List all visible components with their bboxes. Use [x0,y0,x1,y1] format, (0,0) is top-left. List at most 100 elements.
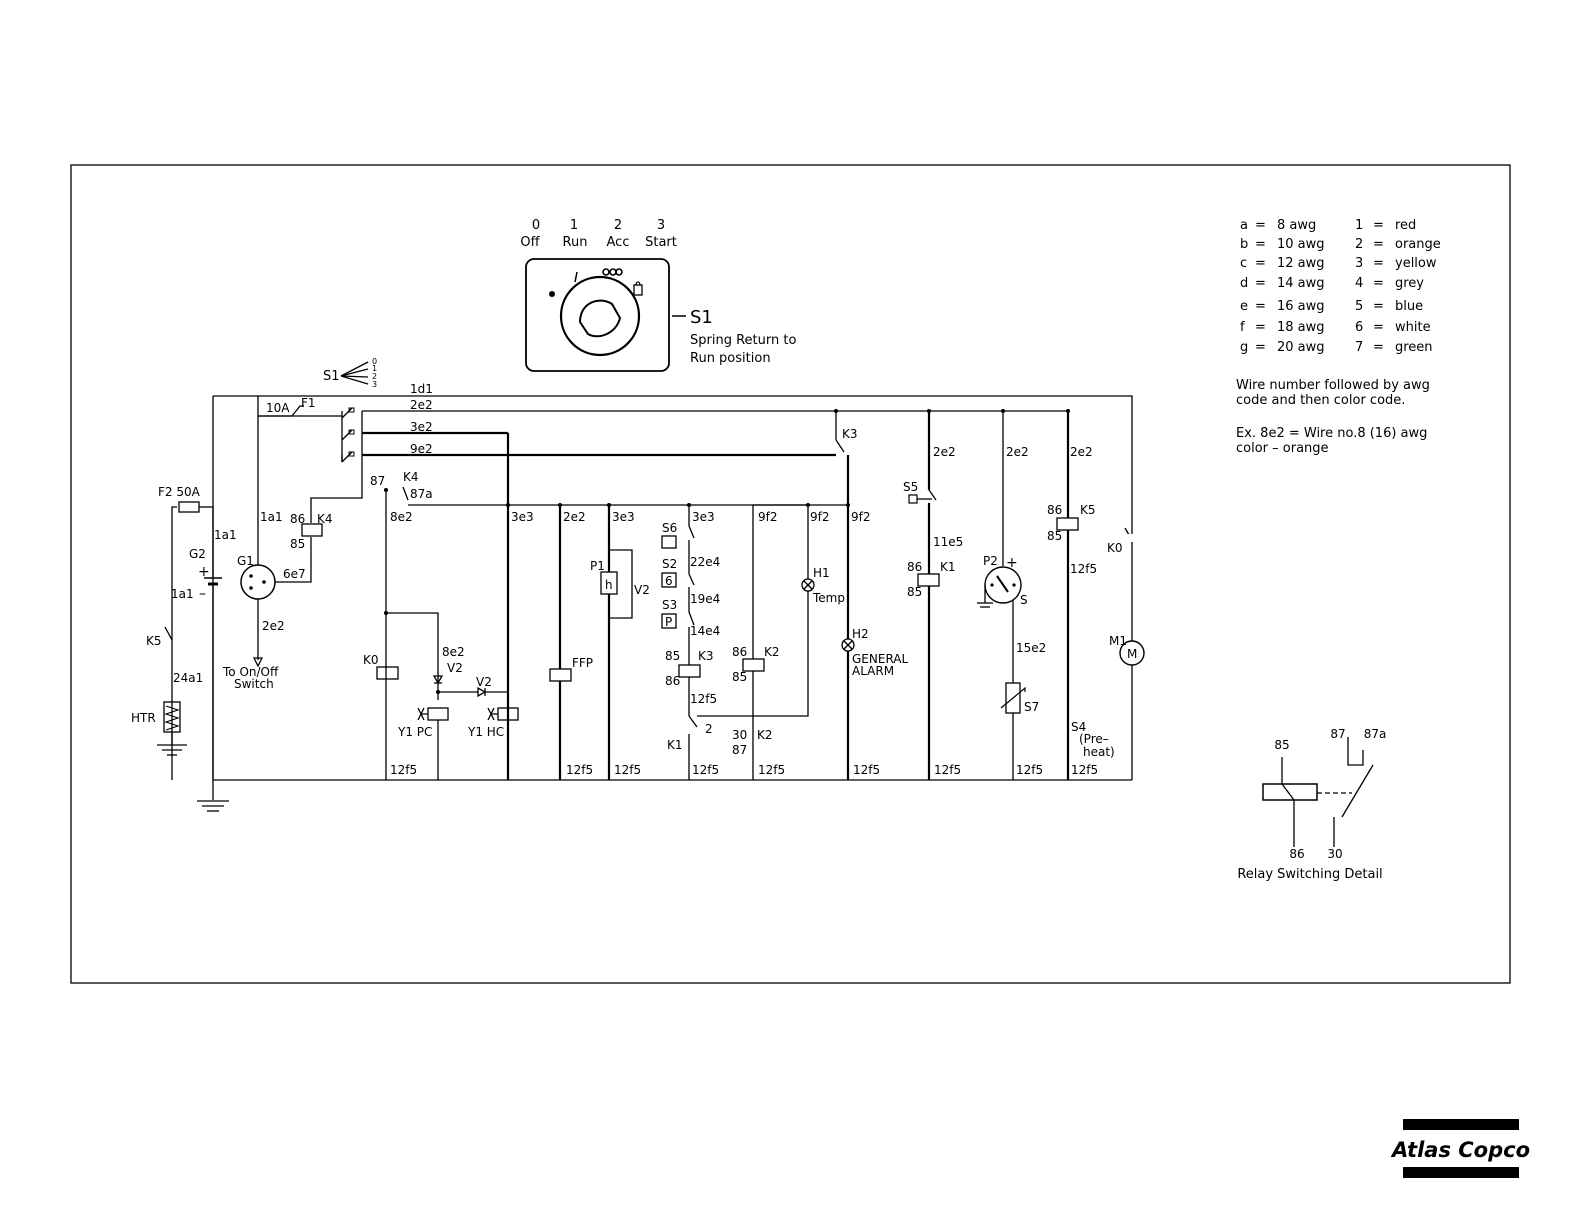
h2-label: H2 [852,627,869,641]
ffp-label: FFP [572,656,593,670]
key-switch-label: S1 [690,307,713,328]
awg-code: g [1240,340,1248,355]
h1-temp-label: Temp [812,591,845,605]
k4-87a: 87a [410,487,433,501]
wire-11e5: 11e5 [933,535,963,549]
position-2-name: Acc [607,235,630,250]
equals-sign: = [1373,320,1384,335]
spring-return-note-line2: Run position [690,351,771,366]
battery-g2: + – [198,507,222,780]
k3-85: 85 [665,649,680,663]
k4-87: 87 [370,474,385,488]
key-switch-body [525,258,670,372]
k1-contact-label: K1 [667,738,683,752]
main-ground-icon [197,800,229,812]
f2-label: F2 50A [158,485,201,499]
p1-label: P1 [590,559,605,573]
relay-pin-86: 86 [1289,847,1304,861]
k3-coil-tag: K3 [698,649,714,663]
position-3-number: 3 [657,218,665,233]
s1-pos-3: 3 [372,380,377,389]
awg-code: e [1240,299,1248,314]
color-value: grey [1395,276,1424,291]
equals-sign: = [1373,218,1384,233]
position-0-number: 0 [532,218,540,233]
s3-switch [661,613,677,629]
equals-sign: = [1373,237,1384,252]
s4-preheat-line2: heat) [1083,745,1115,759]
s7-label: S7 [1024,700,1039,714]
wire-2e2-e: 2e2 [1070,445,1093,459]
start-position-icon [633,281,643,296]
s1-pos-2: 2 [372,372,377,381]
k2-86: 86 [732,645,747,659]
wire-12f5-k5: 12f5 [1070,562,1097,576]
p2-plus: + [1006,555,1018,571]
k0-coil [376,666,399,680]
accessory-position-icon [602,268,623,276]
equals-sign: = [1255,299,1266,314]
v2-label-c: V2 [634,583,650,597]
valve-hc-label: Y1 HC [467,725,504,739]
wire-3e2-label: 3e2 [410,420,433,434]
awg-value: 20 awg [1277,340,1325,355]
valve-pc [427,707,449,721]
wire-12f5-bottom: 12f5 [390,763,417,777]
s1-pos-1: 1 [372,364,377,373]
position-1-number: 1 [570,218,578,233]
position-1-name: Run [563,235,588,250]
legend-note1-line2: code and then color code. [1236,393,1405,408]
awg-value: 16 awg [1277,299,1325,314]
s5-switch [908,494,918,504]
h1-temp-lamp [801,578,815,592]
s1-selector-fan [340,361,369,385]
awg-code: b [1240,237,1248,252]
color-value: white [1395,320,1431,335]
k5-85: 85 [1047,529,1062,543]
wire-9f2-b: 9f2 [810,510,830,524]
k5-contact-label: K5 [146,634,162,648]
spring-return-note-line1: Spring Return to [690,333,796,348]
wire-8e2-b: 8e2 [442,645,465,659]
k2-contact-tag: K2 [757,728,773,742]
wire-9f2-c: 9f2 [851,510,871,524]
color-value: orange [1395,237,1441,252]
svg-text:–: – [199,586,206,602]
s1-contact-block [258,407,363,463]
equals-sign: = [1373,276,1384,291]
schematic: S1 0 1 2 3 1d1 2e2 3e2 9e2 [131,357,1145,812]
wire-12f5-k3: 12f5 [690,692,717,706]
wire-12f5-bottom: 12f5 [566,763,593,777]
p2-label: P2 [983,554,998,568]
equals-sign: = [1373,340,1384,355]
wire-3e3-a: 3e3 [511,510,534,524]
color-value: green [1395,340,1433,355]
k5-86: 86 [1047,503,1062,517]
s7-sender [1000,682,1026,714]
hour-meter-p1 [600,571,618,595]
k1-85: 85 [907,585,922,599]
wire-14e4: 14e4 [690,624,720,638]
wire-3e3-c: 3e3 [692,510,715,524]
wire-9e2-label: 9e2 [410,442,433,456]
awg-value: 12 awg [1277,256,1325,271]
heater-htr [157,701,187,756]
color-value: red [1395,218,1416,233]
f1-label: F1 [301,396,316,410]
s2-box-glyph: 6 [665,574,673,588]
wire-8e2: 8e2 [390,510,413,524]
awg-code: d [1240,276,1248,291]
wire-12f5-bottom: 12f5 [1071,763,1098,777]
wire-2e2-g1: 2e2 [262,619,285,633]
awg-value: 8 awg [1277,218,1316,233]
svg-text:+: + [198,564,210,580]
relay-pin-30: 30 [1327,847,1342,861]
wire-1d1-label: 1d1 [410,382,433,396]
